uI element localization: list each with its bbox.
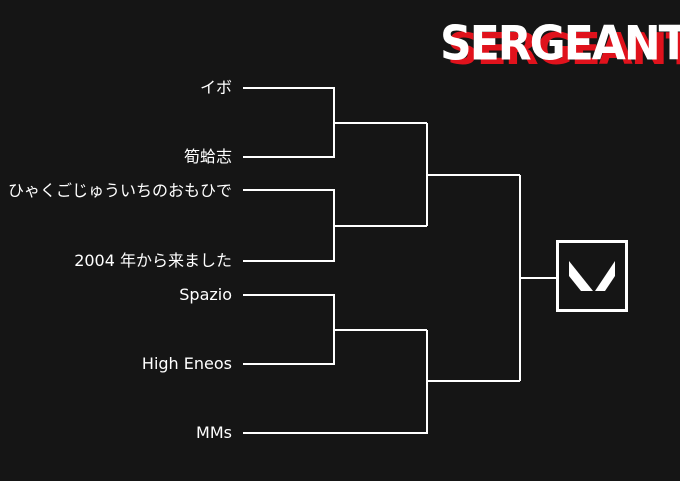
- connector-semi-2: [243, 330, 428, 434]
- brand-logo-text: SERGEANT: [440, 16, 680, 72]
- connector-pair-1: [243, 87, 335, 158]
- player-1-name: イボ: [199, 78, 232, 97]
- valorant-logo-icon: [569, 261, 615, 291]
- brand-logo: SERGEANT SERGEANT: [440, 14, 680, 76]
- player-4-name: 2004 年から来ました: [74, 251, 232, 270]
- player-6-name: High Eneos: [141, 354, 232, 373]
- winner-slot: [556, 240, 628, 312]
- connector-pair-3: [243, 294, 335, 365]
- brand-logo-shadow: SERGEANT: [447, 24, 680, 75]
- player-7-name: MMs: [196, 423, 232, 442]
- player-3-name: ひゃくごじゅういちのおもひで: [7, 181, 232, 200]
- connector-pair-2: [243, 189, 335, 262]
- player-2-name: 筍蛤志: [183, 147, 232, 166]
- player-5-name: Spazio: [179, 285, 232, 304]
